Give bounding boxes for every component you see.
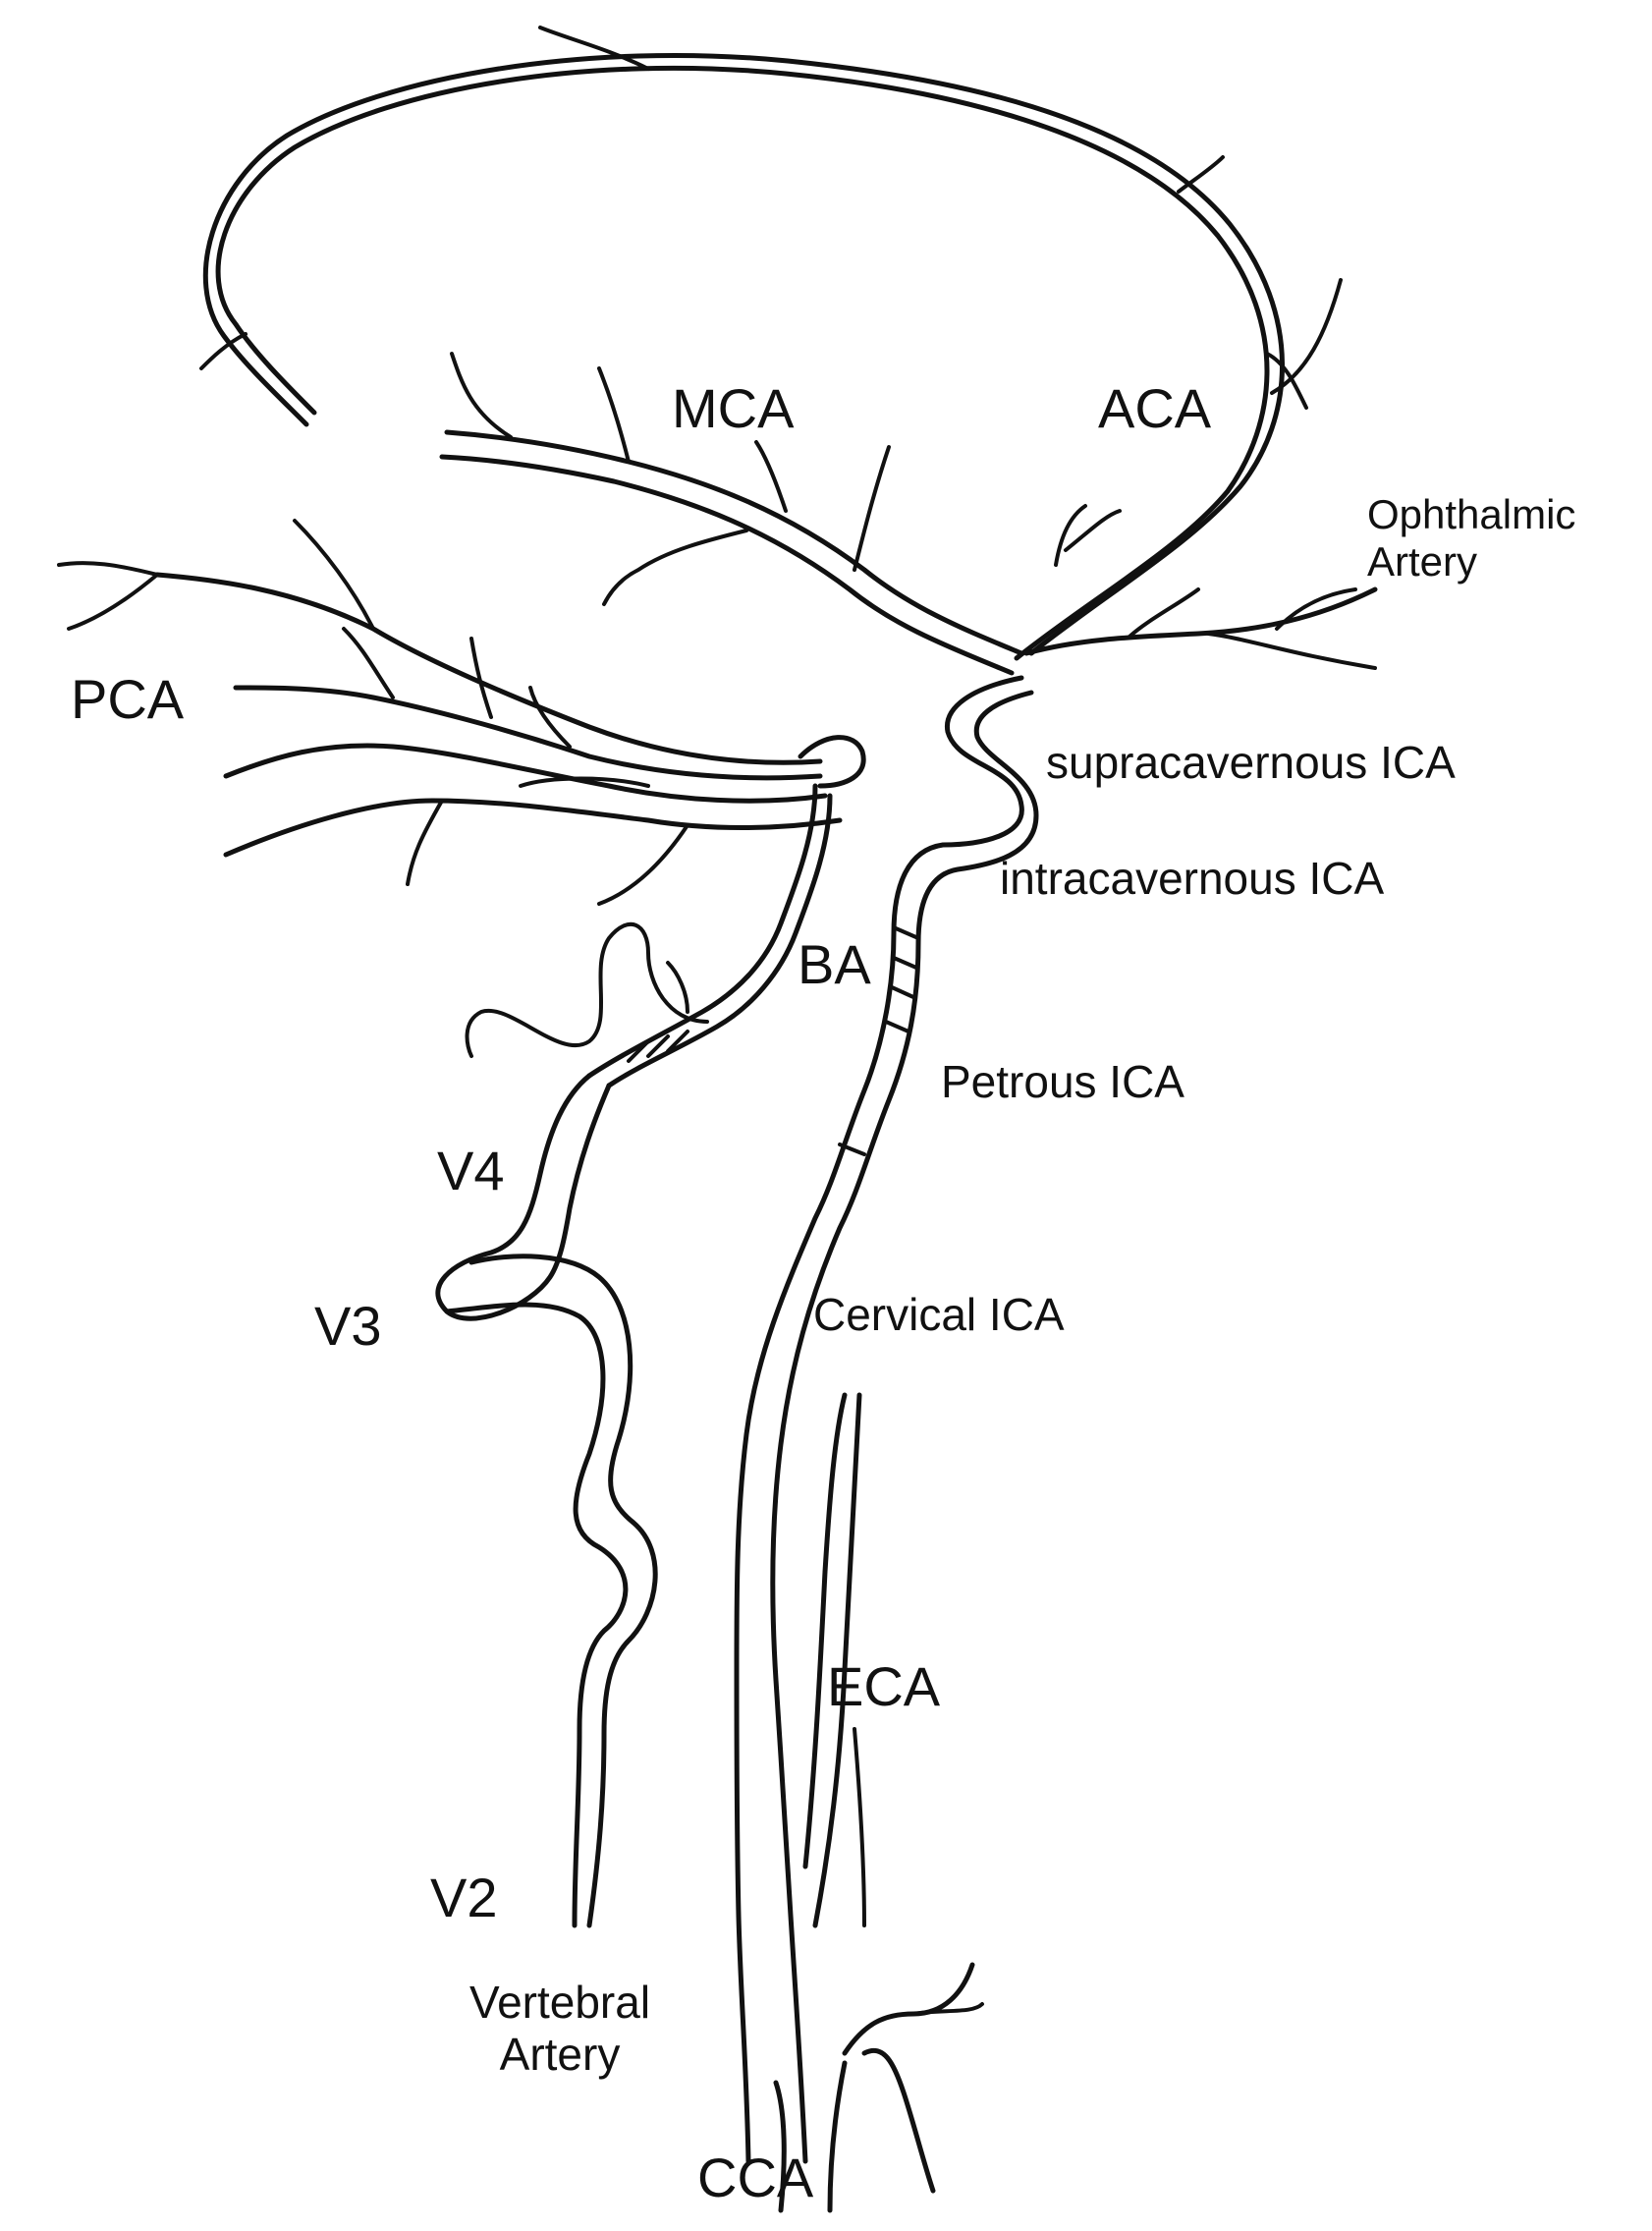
vertebral-artery-label: Vertebral Artery [468, 1977, 651, 2080]
vertebral-vessel [435, 1073, 658, 1928]
mca-label: MCA [672, 377, 795, 439]
supracavernous-ica-label: supracavernous ICA [1046, 737, 1456, 788]
pca-label: PCA [71, 668, 185, 730]
intracavernous-ica-label: intracavernous ICA [1000, 853, 1385, 904]
pca-vessel [57, 519, 843, 906]
eca-label: ECA [827, 1655, 941, 1717]
ophthalmic-vessel [1023, 586, 1378, 670]
v2-label: V2 [430, 1867, 498, 1928]
ophthalmic-artery-label: Ophthalmic Artery [1367, 491, 1576, 586]
ba-label: BA [798, 933, 871, 995]
cca-vessel [773, 2060, 848, 2213]
aca-label: ACA [1098, 377, 1212, 439]
ica-vessel [734, 675, 1039, 2164]
cca-label: CCA [697, 2147, 814, 2208]
petrous-ica-label: Petrous ICA [941, 1056, 1184, 1107]
aca-vessel [199, 26, 1343, 661]
v3-label: V3 [314, 1295, 382, 1357]
cervical-ica-label: Cervical ICA [813, 1289, 1065, 1340]
basilar-vessel [465, 735, 866, 1088]
mca-vessel [439, 352, 1122, 676]
v4-label: V4 [437, 1140, 505, 1201]
eca-vessel [802, 1392, 984, 2194]
